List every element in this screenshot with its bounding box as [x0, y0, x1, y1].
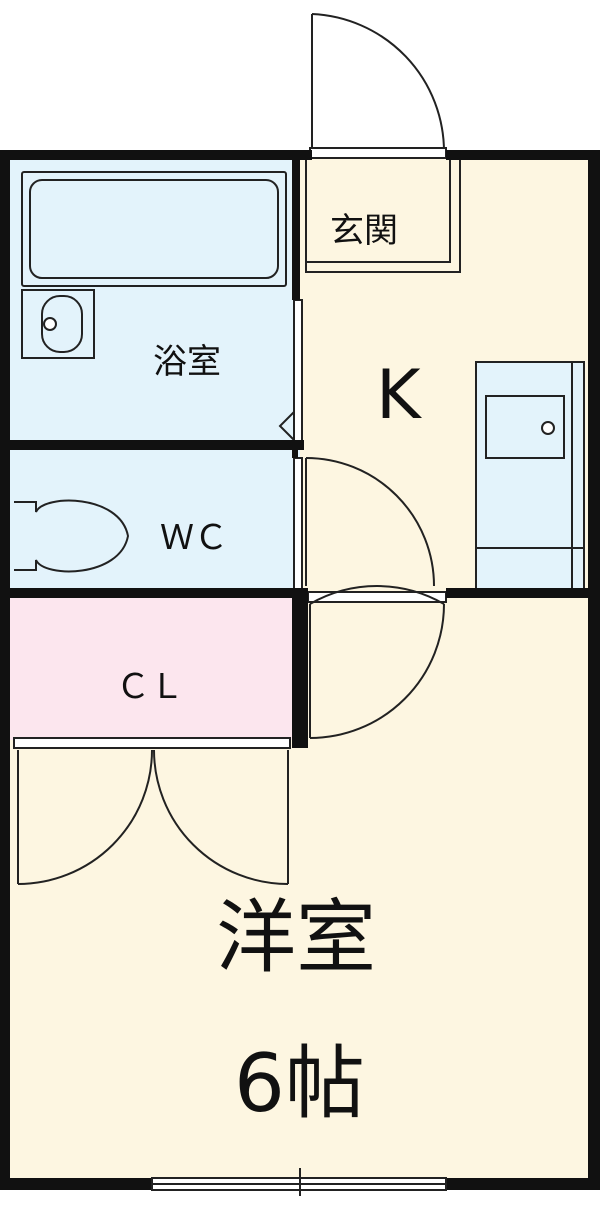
bath-label: 浴室 — [153, 342, 221, 382]
entrance-label: 玄関 — [330, 211, 398, 251]
toilet-fixture — [14, 499, 130, 573]
wash-basin — [21, 289, 95, 359]
walls — [0, 150, 600, 1190]
kitchen-sink — [476, 362, 584, 590]
entrance-step — [305, 158, 461, 273]
closet-label: ＣＬ — [116, 667, 184, 707]
western-room-label: 洋室 — [216, 891, 376, 984]
western-room-size-label: 6帖 — [234, 1037, 365, 1130]
kitchen-label: K — [376, 356, 421, 435]
bath-area — [8, 158, 300, 450]
toilet-label: ＷＣ — [160, 518, 228, 558]
window — [151, 1168, 447, 1196]
bathtub — [21, 171, 287, 287]
closet-doors — [13, 737, 291, 885]
kitchen-counter-area — [475, 361, 585, 591]
toilet-area — [8, 450, 300, 598]
closet-area — [8, 598, 300, 740]
entrance-door — [309, 13, 447, 159]
